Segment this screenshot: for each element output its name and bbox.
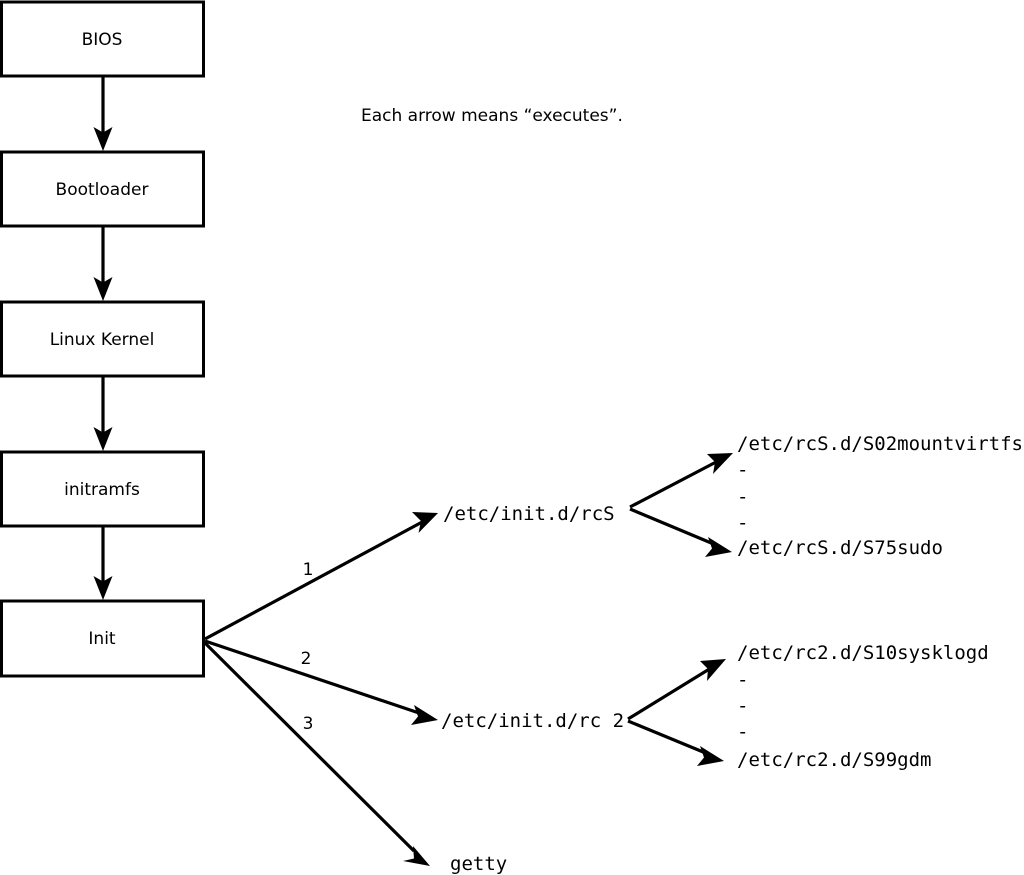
- init-box: [0, 599, 205, 678]
- label-rc2-first-script: /etc/rc2.d/S10sysklogd: [737, 642, 989, 664]
- arrow-rc2-to-last-script: [627, 719, 724, 766]
- arrow-rcs-to-first-script: [629, 453, 733, 509]
- rc2-ellipsis-dash-2: -: [737, 695, 748, 717]
- label-rc2-last-script: /etc/rc2.d/S99gdm: [737, 749, 931, 771]
- arrow-head-icon: [403, 846, 430, 866]
- label-rcs-first-script: /etc/rcS.d/S02mountvirtfs: [737, 433, 1023, 455]
- arrow-kernel-to-initramfs: [93, 376, 113, 451]
- rcs-ellipsis-dash-3: -: [737, 512, 748, 534]
- label-getty: getty: [450, 853, 507, 875]
- arrow-init-to-rc2: 2: [204, 639, 438, 725]
- node-linux-kernel: Linux Kernel: [0, 300, 205, 378]
- rcs-ellipsis-dash-2: -: [737, 486, 748, 508]
- rc2-ellipsis-dash-1: -: [737, 669, 748, 691]
- arrow-bios-to-bootloader: [93, 76, 113, 151]
- label-etc-initd-rc2: /etc/init.d/rc 2: [441, 710, 624, 732]
- bios-label: BIOS: [82, 30, 123, 50]
- edge-number-1: 1: [303, 560, 314, 580]
- linux-kernel-label: Linux Kernel: [50, 330, 155, 350]
- arrow-init-to-rcs: 1: [204, 512, 438, 641]
- arrow-head-icon: [411, 705, 438, 725]
- arrow-head-icon: [93, 277, 113, 301]
- init-label: Init: [88, 629, 116, 649]
- edge-number-2: 2: [301, 649, 312, 669]
- arrow-head-icon: [700, 659, 726, 681]
- arrow-head-icon: [707, 453, 733, 474]
- arrow-rc2-to-first-script: [627, 659, 726, 721]
- arrow-head-icon: [93, 576, 113, 600]
- arrow-init-to-getty: 3: [203, 641, 430, 866]
- arrow-rcs-to-last-script: [629, 507, 732, 557]
- arrow-head-icon: [93, 427, 113, 451]
- bootloader-box: [0, 150, 205, 228]
- arrow-head-icon: [412, 512, 438, 533]
- node-initramfs: initramfs: [0, 450, 205, 528]
- bios-box: [0, 0, 205, 78]
- edge-number-3: 3: [303, 714, 314, 734]
- arrow-initramfs-to-init: [93, 526, 113, 600]
- initramfs-label: initramfs: [64, 480, 140, 500]
- rc2-ellipsis-dash-3: -: [737, 721, 748, 743]
- rcs-ellipsis-dash-1: -: [737, 459, 748, 481]
- node-bootloader: Bootloader: [0, 150, 205, 228]
- arrow-head-icon: [705, 537, 732, 557]
- bootloader-label: Bootloader: [56, 180, 149, 200]
- arrow-head-icon: [697, 746, 724, 766]
- label-etc-initd-rcs: /etc/init.d/rcS: [443, 503, 615, 525]
- legend-note: Each arrow means “executes”.: [361, 106, 623, 126]
- initramfs-box: [0, 450, 205, 528]
- arrow-bootloader-to-kernel: [93, 226, 113, 301]
- node-init: Init: [0, 599, 205, 678]
- arrow-head-icon: [93, 127, 113, 151]
- node-bios: BIOS: [0, 0, 205, 78]
- label-rcs-last-script: /etc/rcS.d/S75sudo: [737, 537, 943, 559]
